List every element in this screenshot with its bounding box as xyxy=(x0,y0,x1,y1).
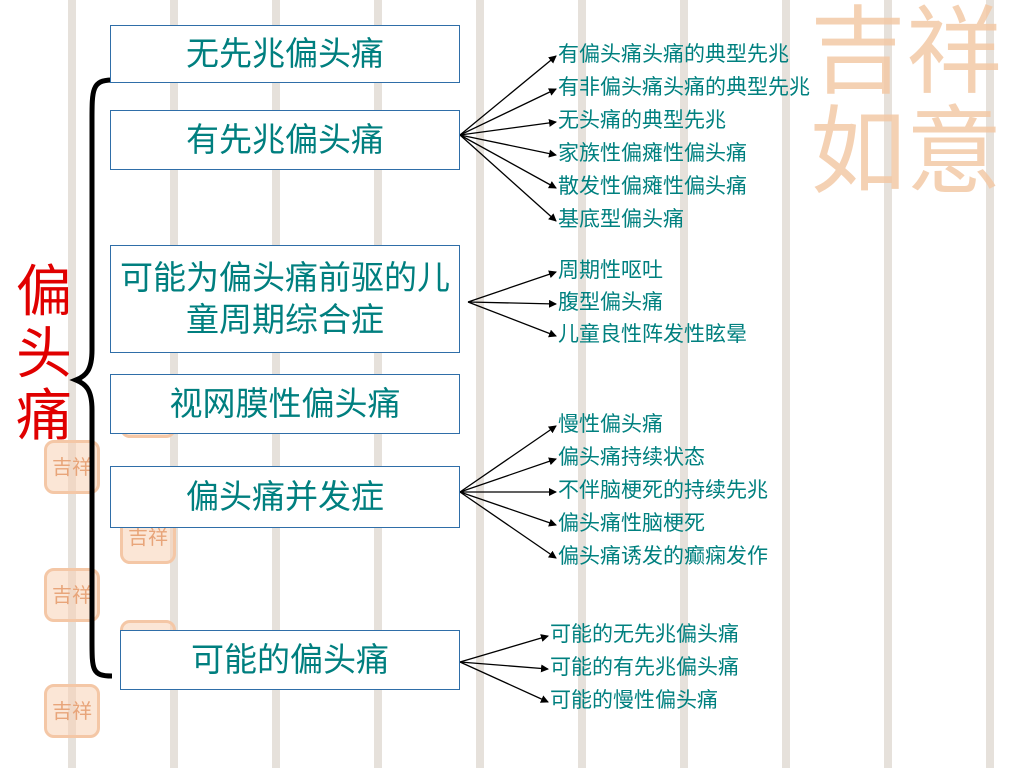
diagram-title: 偏头痛 xyxy=(16,260,72,449)
connector-arrow xyxy=(467,299,557,308)
subtype-item: 有偏头痛头痛的典型先兆 xyxy=(558,42,789,66)
category-box: 视网膜性偏头痛 xyxy=(110,374,460,434)
category-box: 无先兆偏头痛 xyxy=(110,25,460,83)
connector-arrow xyxy=(459,457,557,493)
subtype-item: 腹型偏头痛 xyxy=(558,290,663,314)
connector-arrow xyxy=(459,425,557,493)
connector-arrow xyxy=(459,634,549,663)
subtype-item: 可能的有先兆偏头痛 xyxy=(550,655,739,679)
subtype-item: 可能的无先兆偏头痛 xyxy=(550,622,739,646)
subtype-item: 偏头痛诱发的癫痫发作 xyxy=(558,544,768,568)
subtype-item: 家族性偏瘫性偏头痛 xyxy=(558,141,747,165)
category-box: 可能的偏头痛 xyxy=(120,630,460,690)
subtype-item: 无头痛的典型先兆 xyxy=(558,108,726,132)
decorative-seal-large: 吉祥如意 xyxy=(810,0,1002,208)
connector-arrow xyxy=(459,134,557,189)
subtype-item: 不伴脑梗死的持续先兆 xyxy=(558,478,768,502)
subtype-item: 散发性偏瘫性偏头痛 xyxy=(558,174,747,198)
connector-arrow xyxy=(459,134,557,222)
connector-arrow xyxy=(459,661,549,703)
subtype-item: 周期性呕吐 xyxy=(558,258,663,282)
connector-arrow xyxy=(459,134,557,158)
connector-arrow xyxy=(459,55,557,136)
connector-arrow xyxy=(459,118,557,136)
subtype-item: 偏头痛性脑梗死 xyxy=(558,511,705,535)
category-box: 有先兆偏头痛 xyxy=(110,110,460,170)
category-box: 偏头痛并发症 xyxy=(110,466,460,528)
main-brace xyxy=(69,77,113,679)
subtype-item: 有非偏头痛头痛的典型先兆 xyxy=(558,75,810,99)
connector-arrow xyxy=(459,491,557,559)
subtype-item: 偏头痛持续状态 xyxy=(558,445,705,469)
connector-arrow xyxy=(459,88,557,136)
subtype-item: 可能的慢性偏头痛 xyxy=(550,688,718,712)
connector-arrow xyxy=(459,661,549,673)
subtype-item: 儿童良性阵发性眩晕 xyxy=(558,322,747,346)
decorative-seal: 吉祥 xyxy=(44,684,100,738)
connector-arrow xyxy=(467,270,557,303)
subtype-item: 慢性偏头痛 xyxy=(558,412,663,436)
connector-arrow xyxy=(467,301,557,338)
connector-arrow xyxy=(459,491,557,527)
category-box: 可能为偏头痛前驱的儿童周期综合症 xyxy=(110,245,460,353)
subtype-item: 基底型偏头痛 xyxy=(558,207,684,231)
